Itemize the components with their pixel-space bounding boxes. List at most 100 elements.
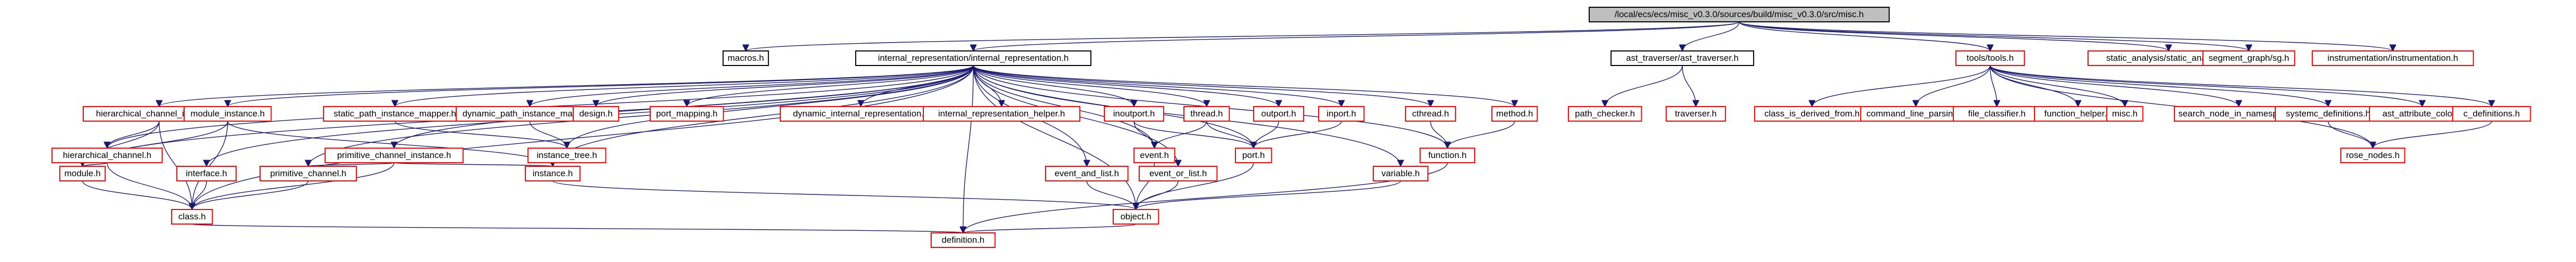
node-label: thread.h bbox=[1190, 109, 1222, 119]
edge-class-to-definition bbox=[191, 224, 963, 233]
node-box[interactable] bbox=[923, 106, 1080, 122]
node-box[interactable] bbox=[2340, 148, 2405, 163]
node-box[interactable] bbox=[1953, 106, 2041, 122]
node-box[interactable] bbox=[1568, 106, 1642, 122]
node-box[interactable] bbox=[2106, 106, 2144, 122]
node-box[interactable] bbox=[780, 106, 942, 122]
node-class_derived[interactable]: class_is_derived_from.h bbox=[1754, 106, 1870, 122]
edge-prim_chan_inst-to-class bbox=[192, 162, 395, 210]
node-box[interactable] bbox=[1611, 50, 1755, 66]
node-cmdline[interactable]: command_line_parsing.h bbox=[1860, 106, 1972, 122]
edge-module-to-class bbox=[82, 180, 192, 210]
node-label: variable.h bbox=[1382, 168, 1420, 178]
node-instance[interactable]: instance.h bbox=[525, 166, 581, 181]
node-definition[interactable]: definition.h bbox=[931, 232, 996, 248]
node-box[interactable] bbox=[1589, 7, 1890, 22]
node-ast_trav[interactable]: ast_traverser/ast_traverser.h bbox=[1611, 50, 1755, 66]
node-file_class[interactable]: file_classifier.h bbox=[1953, 106, 2041, 122]
node-event[interactable]: event.h bbox=[1134, 148, 1176, 163]
node-box[interactable] bbox=[2452, 106, 2531, 122]
node-ir_helper[interactable]: internal_representation_helper.h bbox=[923, 106, 1080, 122]
node-box[interactable] bbox=[1666, 106, 1726, 122]
node-box[interactable] bbox=[1405, 106, 1457, 122]
node-box[interactable] bbox=[59, 166, 106, 181]
node-object[interactable]: object.h bbox=[1113, 209, 1160, 225]
node-box[interactable] bbox=[931, 232, 996, 248]
node-instance_tree[interactable]: instance_tree.h bbox=[527, 148, 607, 163]
node-box[interactable] bbox=[1104, 106, 1164, 122]
node-instrum[interactable]: instrumentation/instrumentation.h bbox=[2312, 50, 2474, 66]
node-box[interactable] bbox=[1045, 166, 1129, 181]
node-box[interactable] bbox=[1113, 209, 1160, 225]
node-hier_chan[interactable]: hierarchical_channel.h bbox=[51, 148, 163, 163]
node-box[interactable] bbox=[1955, 50, 2025, 66]
node-box[interactable] bbox=[2312, 50, 2474, 66]
node-variable[interactable]: variable.h bbox=[1373, 166, 1428, 181]
node-box[interactable] bbox=[176, 166, 237, 181]
node-thread[interactable]: thread.h bbox=[1183, 106, 1230, 122]
node-box[interactable] bbox=[1318, 106, 1365, 122]
node-function[interactable]: function.h bbox=[1420, 148, 1475, 163]
node-systemc_def[interactable]: systemc_definitions.h bbox=[2275, 106, 2381, 122]
node-box[interactable] bbox=[1253, 106, 1305, 122]
node-macros[interactable]: macros.h bbox=[723, 50, 769, 66]
node-box[interactable] bbox=[184, 106, 272, 122]
node-box[interactable] bbox=[1420, 148, 1475, 163]
node-label: module_instance.h bbox=[190, 109, 265, 119]
edge-tools-to-cmdline bbox=[1916, 65, 1991, 107]
node-c_defs[interactable]: c_definitions.h bbox=[2452, 106, 2531, 122]
edge-hci-to-class bbox=[159, 121, 192, 209]
node-design[interactable]: design.h bbox=[573, 106, 620, 122]
edge-instance-to-object bbox=[552, 180, 1136, 210]
edge-prim_chan_inst-to-prim_chan bbox=[308, 163, 395, 167]
node-box[interactable] bbox=[1373, 166, 1428, 181]
node-box[interactable] bbox=[1491, 106, 1538, 122]
node-traverser[interactable]: traverser.h bbox=[1666, 106, 1726, 122]
node-module[interactable]: module.h bbox=[59, 166, 106, 181]
node-inoutport[interactable]: inoutport.h bbox=[1104, 106, 1164, 122]
node-rose_nodes[interactable]: rose_nodes.h bbox=[2340, 148, 2405, 163]
node-misc[interactable]: /local/ecs/ecs/misc_v0.3.0/sources/build… bbox=[1589, 7, 1890, 22]
node-box[interactable] bbox=[1134, 148, 1176, 163]
node-prim_chan[interactable]: primitive_channel.h bbox=[260, 166, 357, 181]
node-interface[interactable]: interface.h bbox=[176, 166, 237, 181]
node-box[interactable] bbox=[325, 148, 464, 163]
node-box[interactable] bbox=[1235, 148, 1272, 163]
node-box[interactable] bbox=[527, 148, 607, 163]
node-event_and[interactable]: event_and_list.h bbox=[1045, 166, 1129, 181]
node-label: static_path_instance_mapper.h bbox=[333, 109, 456, 119]
node-prim_chan_inst[interactable]: primitive_channel_instance.h bbox=[325, 148, 464, 163]
node-port_map[interactable]: port_mapping.h bbox=[650, 106, 724, 122]
node-box[interactable] bbox=[855, 50, 1092, 66]
node-box[interactable] bbox=[2203, 50, 2296, 66]
node-dyn_ir[interactable]: dynamic_internal_representation.h bbox=[780, 106, 942, 122]
node-method[interactable]: method.h bbox=[1491, 106, 1538, 122]
node-box[interactable] bbox=[650, 106, 724, 122]
node-inport[interactable]: inport.h bbox=[1318, 106, 1365, 122]
node-box[interactable] bbox=[51, 148, 163, 163]
node-tools[interactable]: tools/tools.h bbox=[1955, 50, 2025, 66]
node-label: /local/ecs/ecs/misc_v0.3.0/sources/build… bbox=[1615, 9, 1864, 19]
node-seg_graph[interactable]: segment_graph/sg.h bbox=[2203, 50, 2296, 66]
node-box[interactable] bbox=[723, 50, 769, 66]
node-ir[interactable]: internal_representation/internal_represe… bbox=[855, 50, 1092, 66]
node-box[interactable] bbox=[525, 166, 581, 181]
node-path_checker[interactable]: path_checker.h bbox=[1568, 106, 1642, 122]
node-box[interactable] bbox=[1183, 106, 1230, 122]
node-outport[interactable]: outport.h bbox=[1253, 106, 1305, 122]
node-misc2[interactable]: misc.h bbox=[2106, 106, 2144, 122]
node-port[interactable]: port.h bbox=[1235, 148, 1272, 163]
edge-c_defs-to-rose_nodes bbox=[2373, 121, 2492, 149]
node-box[interactable] bbox=[1860, 106, 1972, 122]
edge-ir-to-cthread bbox=[973, 65, 1431, 107]
node-event_or[interactable]: event_or_list.h bbox=[1139, 166, 1218, 181]
node-box[interactable] bbox=[260, 166, 357, 181]
node-class[interactable]: class.h bbox=[171, 209, 213, 225]
node-cthread[interactable]: cthread.h bbox=[1405, 106, 1457, 122]
node-box[interactable] bbox=[171, 209, 213, 225]
node-box[interactable] bbox=[573, 106, 620, 122]
node-module_inst[interactable]: module_instance.h bbox=[184, 106, 272, 122]
node-box[interactable] bbox=[1139, 166, 1218, 181]
edge-method-to-function bbox=[1448, 121, 1515, 149]
node-static_path[interactable]: static_path_instance_mapper.h bbox=[323, 106, 467, 122]
